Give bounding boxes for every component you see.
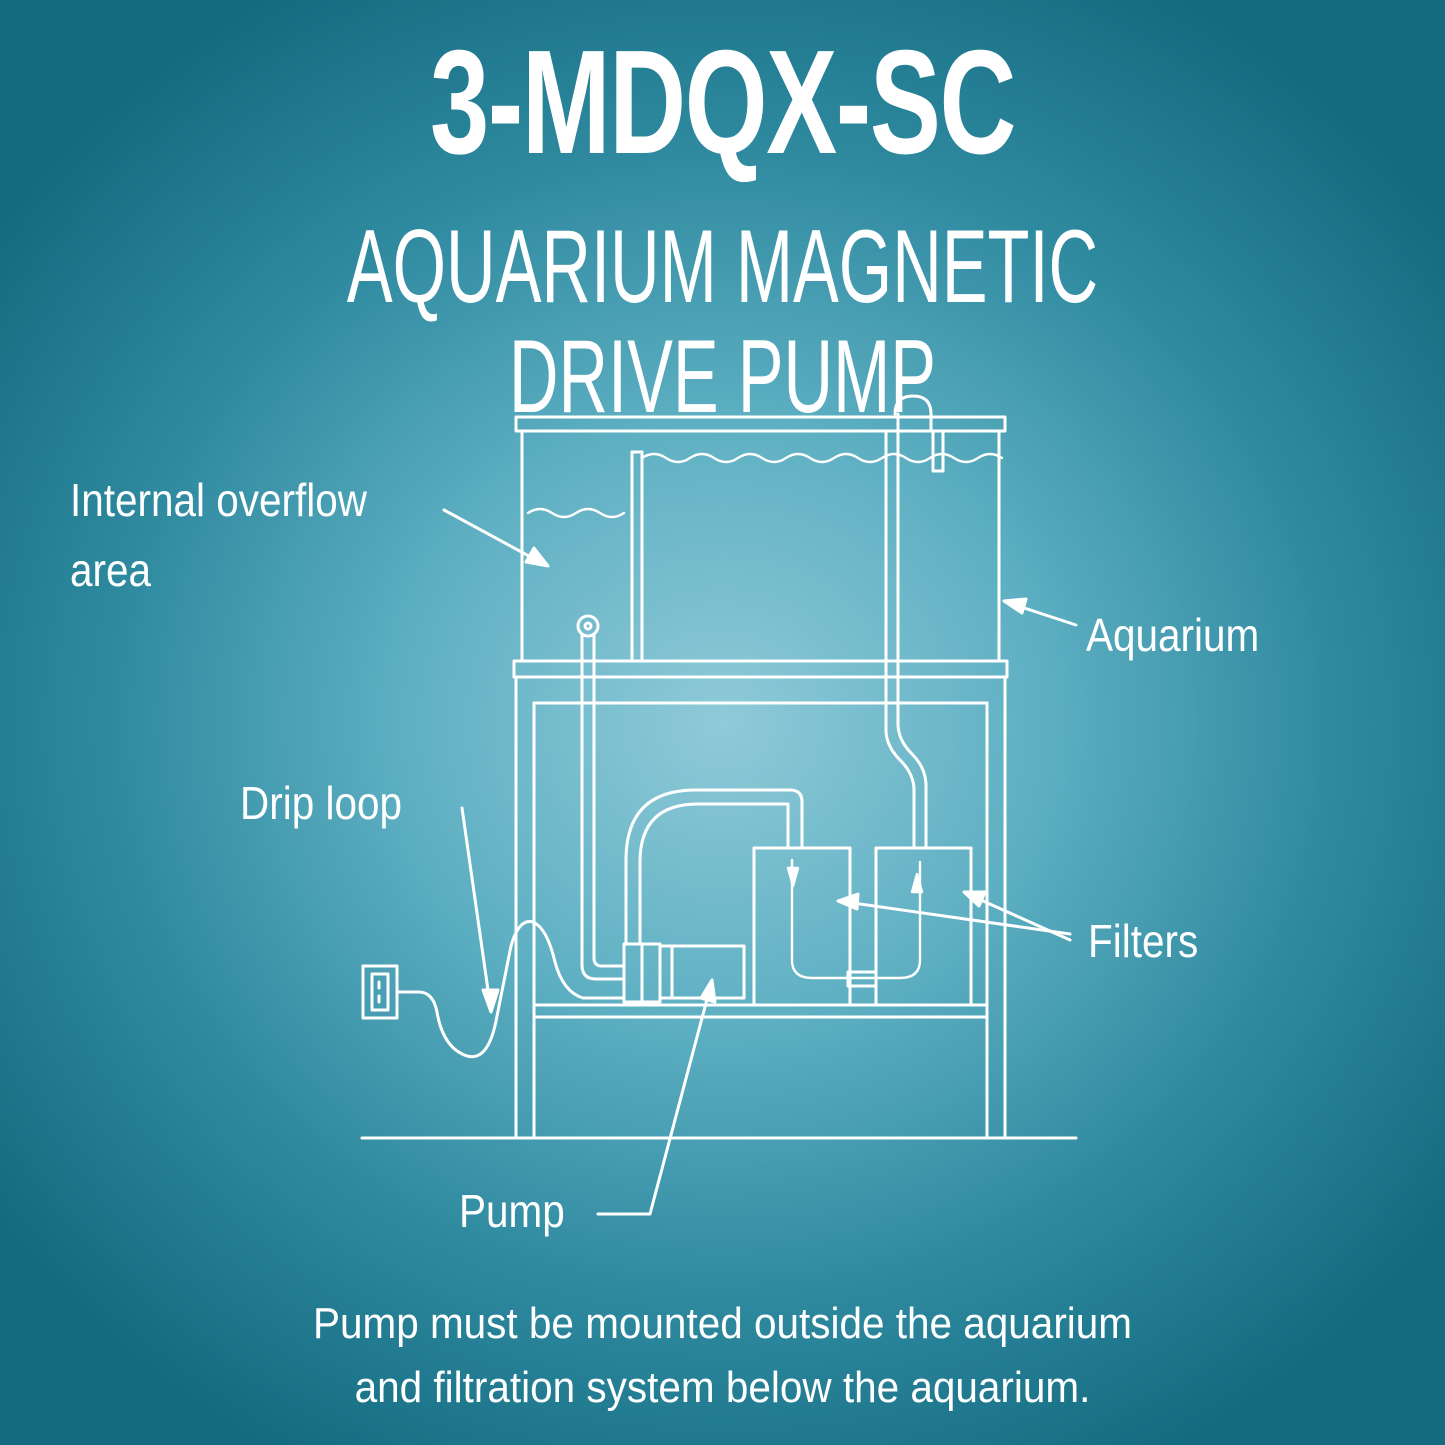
label-internal-overflow-line-2: area bbox=[70, 544, 152, 596]
label-aquarium: Aquarium bbox=[1086, 609, 1260, 661]
pump-unit bbox=[622, 942, 746, 1004]
caption-line-2: and filtration system below the aquarium… bbox=[354, 1363, 1091, 1412]
drip-loop-cord bbox=[395, 920, 625, 1059]
label-filters: Filters bbox=[1088, 915, 1199, 967]
mounting-instructions: Pump must be mounted outside the aquariu… bbox=[58, 1292, 1387, 1420]
filter-units bbox=[752, 846, 973, 1007]
callout-arrows bbox=[442, 508, 1078, 1216]
label-internal-overflow-area: Internal overflow area bbox=[70, 465, 367, 605]
aquarium-tank bbox=[514, 394, 1007, 663]
aquarium-stand bbox=[512, 659, 1009, 1140]
label-pump: Pump bbox=[459, 1185, 565, 1237]
model-title: 3-MDQX-SC bbox=[430, 20, 1016, 185]
product-subtitle: AQUARIUM MAGNETIC DRIVE PUMP bbox=[346, 209, 1099, 435]
caption-line-1: Pump must be mounted outside the aquariu… bbox=[312, 1299, 1133, 1348]
label-internal-overflow-line-1: Internal overflow bbox=[70, 474, 367, 526]
label-drip-loop: Drip loop bbox=[240, 777, 403, 829]
plumbing bbox=[580, 412, 933, 981]
power-outlet bbox=[361, 964, 399, 1020]
